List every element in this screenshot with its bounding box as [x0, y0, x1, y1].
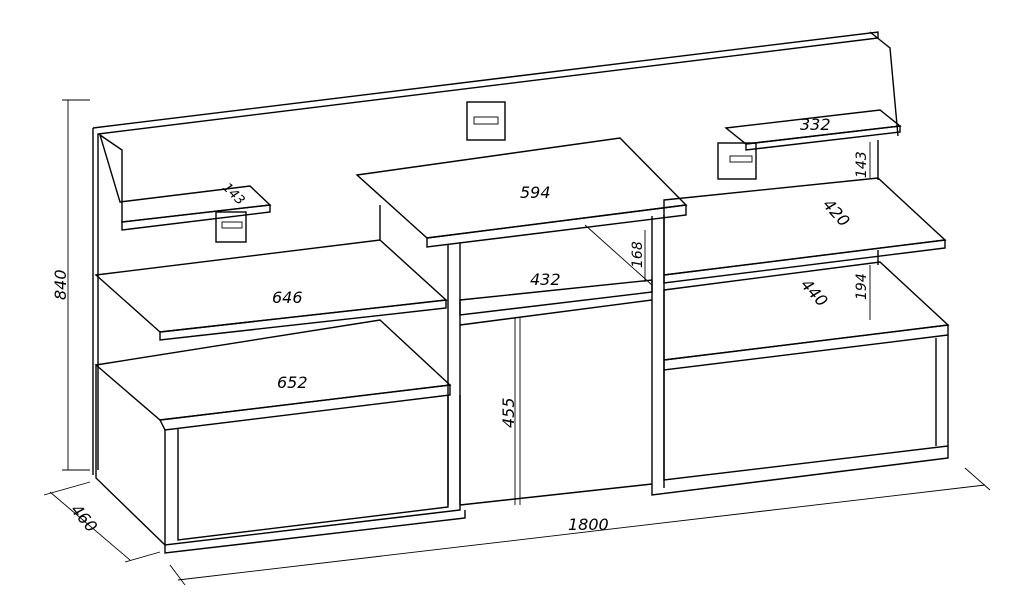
dim-440: 440 [797, 275, 832, 310]
dim-332: 332 [800, 115, 831, 134]
left-middle-shelf [94, 239, 448, 333]
left-cabinet-top [94, 319, 452, 421]
dim-652: 652 [277, 373, 308, 392]
left-cabinet-body [164, 395, 461, 546]
dim-455: 455 [499, 397, 518, 428]
dim-194: 194 [854, 273, 870, 300]
dim-432: 432 [530, 270, 561, 289]
dim-143-right: 143 [854, 151, 870, 178]
dim-840: 840 [51, 269, 70, 300]
dim-168: 168 [630, 241, 646, 268]
dim-646: 646 [272, 288, 303, 307]
center-shelf [459, 279, 653, 316]
dim-1800: 1800 [568, 515, 609, 534]
right-cabinet-top [663, 261, 950, 361]
dimension-lines [43, 99, 991, 586]
back-panel [92, 31, 879, 470]
left-top-shelf [98, 133, 272, 223]
dim-143-left: 143 [219, 180, 247, 208]
hook-plate [466, 101, 506, 141]
right-middle-shelf [663, 177, 947, 276]
dim-420: 420 [819, 195, 854, 230]
right-cabinet-body [663, 335, 949, 481]
dim-594: 594 [520, 183, 551, 202]
